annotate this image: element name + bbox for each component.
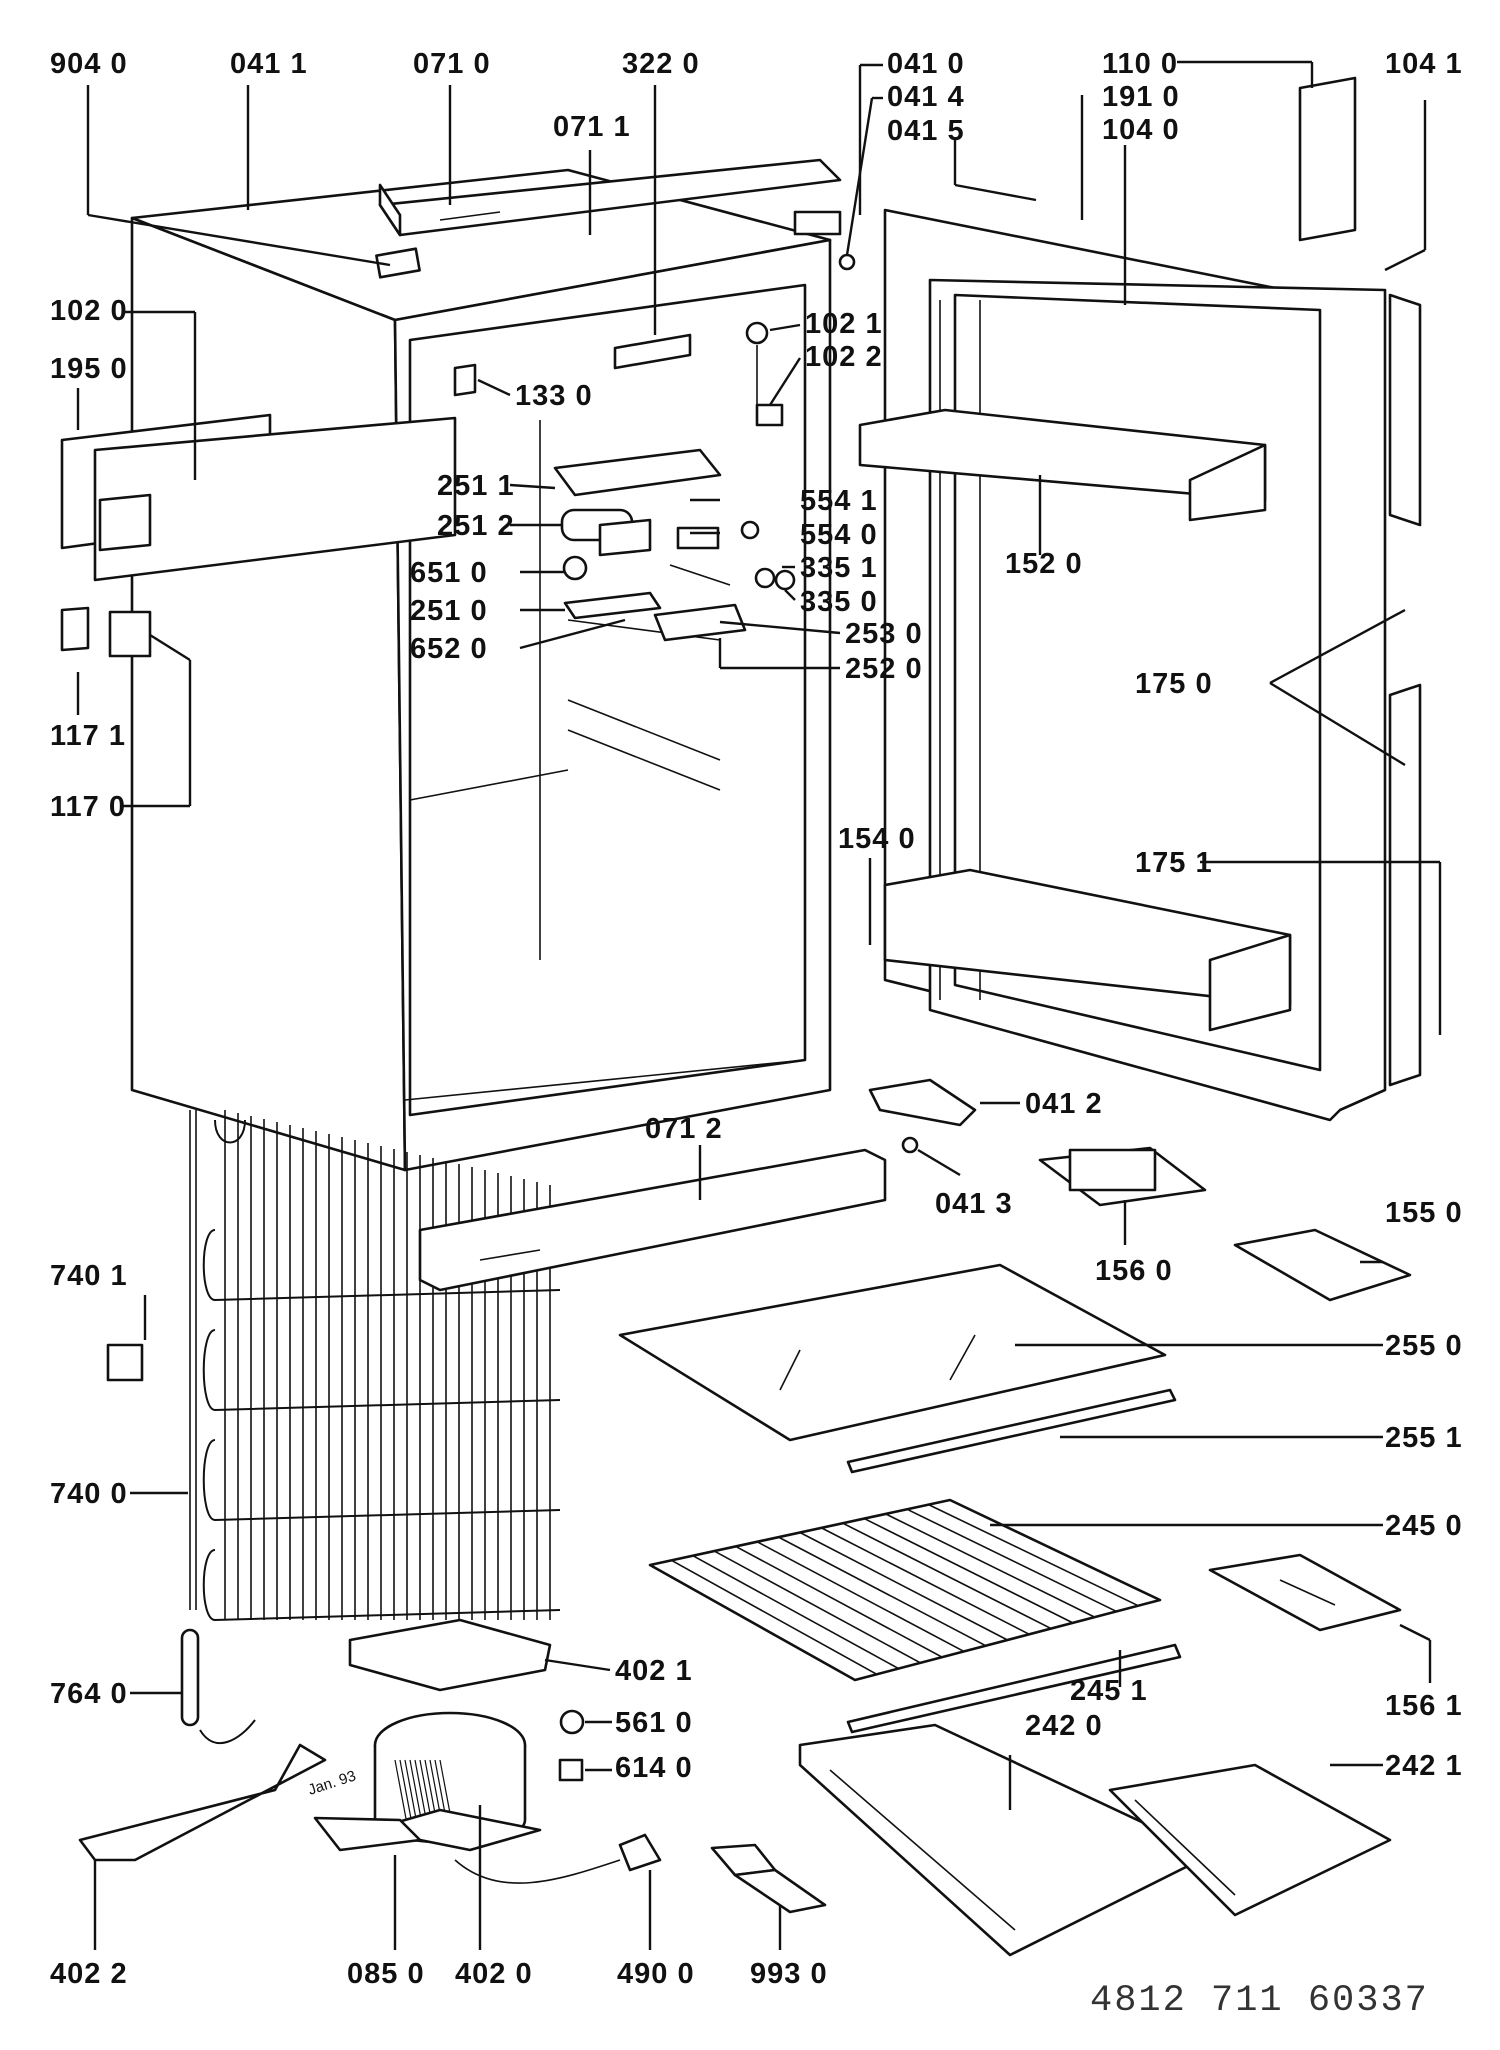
- label-0410: 041 0: [887, 48, 965, 80]
- label-0710: 071 0: [413, 48, 491, 80]
- label-9040: 904 0: [50, 48, 128, 80]
- label-1330: 133 0: [515, 380, 593, 412]
- front-panel-1020: [60, 413, 457, 582]
- label-2510: 251 0: [410, 595, 488, 627]
- crisper-2420: [798, 1723, 1202, 1957]
- clip-1170: [108, 610, 152, 658]
- label-5541: 554 1: [800, 485, 878, 517]
- top-rail-0710: [378, 158, 842, 237]
- door-shelf-1520: [858, 408, 1267, 522]
- label-7640: 764 0: [50, 1678, 128, 1710]
- label-7400: 740 0: [50, 1478, 128, 1510]
- label-5540: 554 0: [800, 519, 878, 551]
- label-5610: 561 0: [615, 1707, 693, 1739]
- label-1540: 154 0: [838, 823, 916, 855]
- label-0414: 041 4: [887, 81, 965, 113]
- shelf-trim-2451: [846, 1643, 1182, 1734]
- label-7401: 740 1: [50, 1260, 128, 1292]
- label-2512: 251 2: [437, 510, 515, 542]
- compressor-4020: [348, 1618, 662, 1884]
- label-2451: 245 1: [1070, 1675, 1148, 1707]
- label-6510: 651 0: [410, 557, 488, 589]
- scraper-9930: [710, 1843, 827, 1914]
- condenser-7400: [189, 1110, 561, 1622]
- bulb-holder-1021: [745, 321, 784, 427]
- label-1171: 117 1: [50, 720, 126, 752]
- label-1100: 110 0: [1102, 48, 1178, 80]
- label-1751: 175 1: [1135, 847, 1213, 879]
- label-0850: 085 0: [347, 1958, 425, 1990]
- leader-lines: [76, 60, 1442, 1950]
- label-1520: 152 0: [1005, 548, 1083, 580]
- label-1022: 102 2: [805, 341, 883, 373]
- crisper-2421: [1108, 1763, 1392, 1917]
- label-1170: 117 0: [50, 791, 126, 823]
- label-1040: 104 0: [1102, 114, 1180, 146]
- part-number-labels: 904 0 041 1 071 0 322 0 041 0 041 4 041 …: [50, 48, 1463, 1990]
- hinge-part-0411: [375, 247, 421, 279]
- label-0411: 041 1: [230, 48, 308, 80]
- label-1021: 102 1: [805, 308, 883, 340]
- label-0415: 041 5: [887, 115, 965, 147]
- label-2551: 255 1: [1385, 1422, 1463, 1454]
- label-4900: 490 0: [617, 1958, 695, 1990]
- base-bracket-4022: [78, 1743, 327, 1862]
- label-2530: 253 0: [845, 618, 923, 650]
- glass-shelf-2550: [618, 1263, 1167, 1442]
- bracket-3220: [613, 333, 692, 370]
- label-2420: 242 0: [1025, 1710, 1103, 1742]
- label-2450: 245 0: [1385, 1510, 1463, 1542]
- label-1561: 156 1: [1385, 1690, 1463, 1722]
- label-0711: 071 1: [553, 111, 631, 143]
- ice-tray-1561: [1208, 1553, 1402, 1632]
- label-1750: 175 0: [1135, 668, 1213, 700]
- label-2511: 251 1: [437, 470, 515, 502]
- foot-0850: [313, 1816, 422, 1852]
- label-2520: 252 0: [845, 653, 923, 685]
- label-4022: 402 2: [50, 1958, 128, 1990]
- label-4021: 402 1: [615, 1655, 693, 1687]
- shelf-trim-2551: [846, 1388, 1177, 1474]
- document-number: 4812 711 60337: [1090, 1980, 1429, 2022]
- label-1950: 195 0: [50, 353, 128, 385]
- label-1041: 104 1: [1385, 48, 1463, 80]
- label-1910: 191 0: [1102, 81, 1180, 113]
- label-3350: 335 0: [800, 586, 878, 618]
- label-4020: 402 0: [455, 1958, 533, 1990]
- label-3351: 335 1: [800, 552, 878, 584]
- label-0712: 071 2: [645, 1113, 723, 1145]
- clip-1330: [453, 363, 477, 397]
- clip-1171: [60, 606, 90, 652]
- label-9930: 993 0: [750, 1958, 828, 1990]
- label-1550: 155 0: [1385, 1197, 1463, 1229]
- door-shelf-1540: [883, 868, 1292, 1032]
- rear-rail-0712: [418, 1148, 887, 1292]
- label-6520: 652 0: [410, 633, 488, 665]
- butter-dish-1560: [1038, 1146, 1207, 1207]
- hinge-0412: [868, 1078, 977, 1154]
- label-2550: 255 0: [1385, 1330, 1463, 1362]
- dryer-7640: [180, 1628, 256, 1745]
- wire-shelf-2450: [648, 1498, 1162, 1682]
- egg-tray-1550: [1233, 1228, 1412, 1302]
- date-stamp: Jan. 93: [306, 1767, 358, 1798]
- label-3220: 322 0: [622, 48, 700, 80]
- label-6140: 614 0: [615, 1752, 693, 1784]
- label-0412: 041 2: [1025, 1088, 1103, 1120]
- label-1020: 102 0: [50, 295, 128, 327]
- label-1560: 156 0: [1095, 1255, 1173, 1287]
- cabinet-body: [130, 168, 832, 1172]
- part-7401: [106, 1343, 144, 1382]
- label-0413: 041 3: [935, 1188, 1013, 1220]
- hinge-part-0410: [793, 210, 856, 271]
- label-2421: 242 1: [1385, 1750, 1463, 1782]
